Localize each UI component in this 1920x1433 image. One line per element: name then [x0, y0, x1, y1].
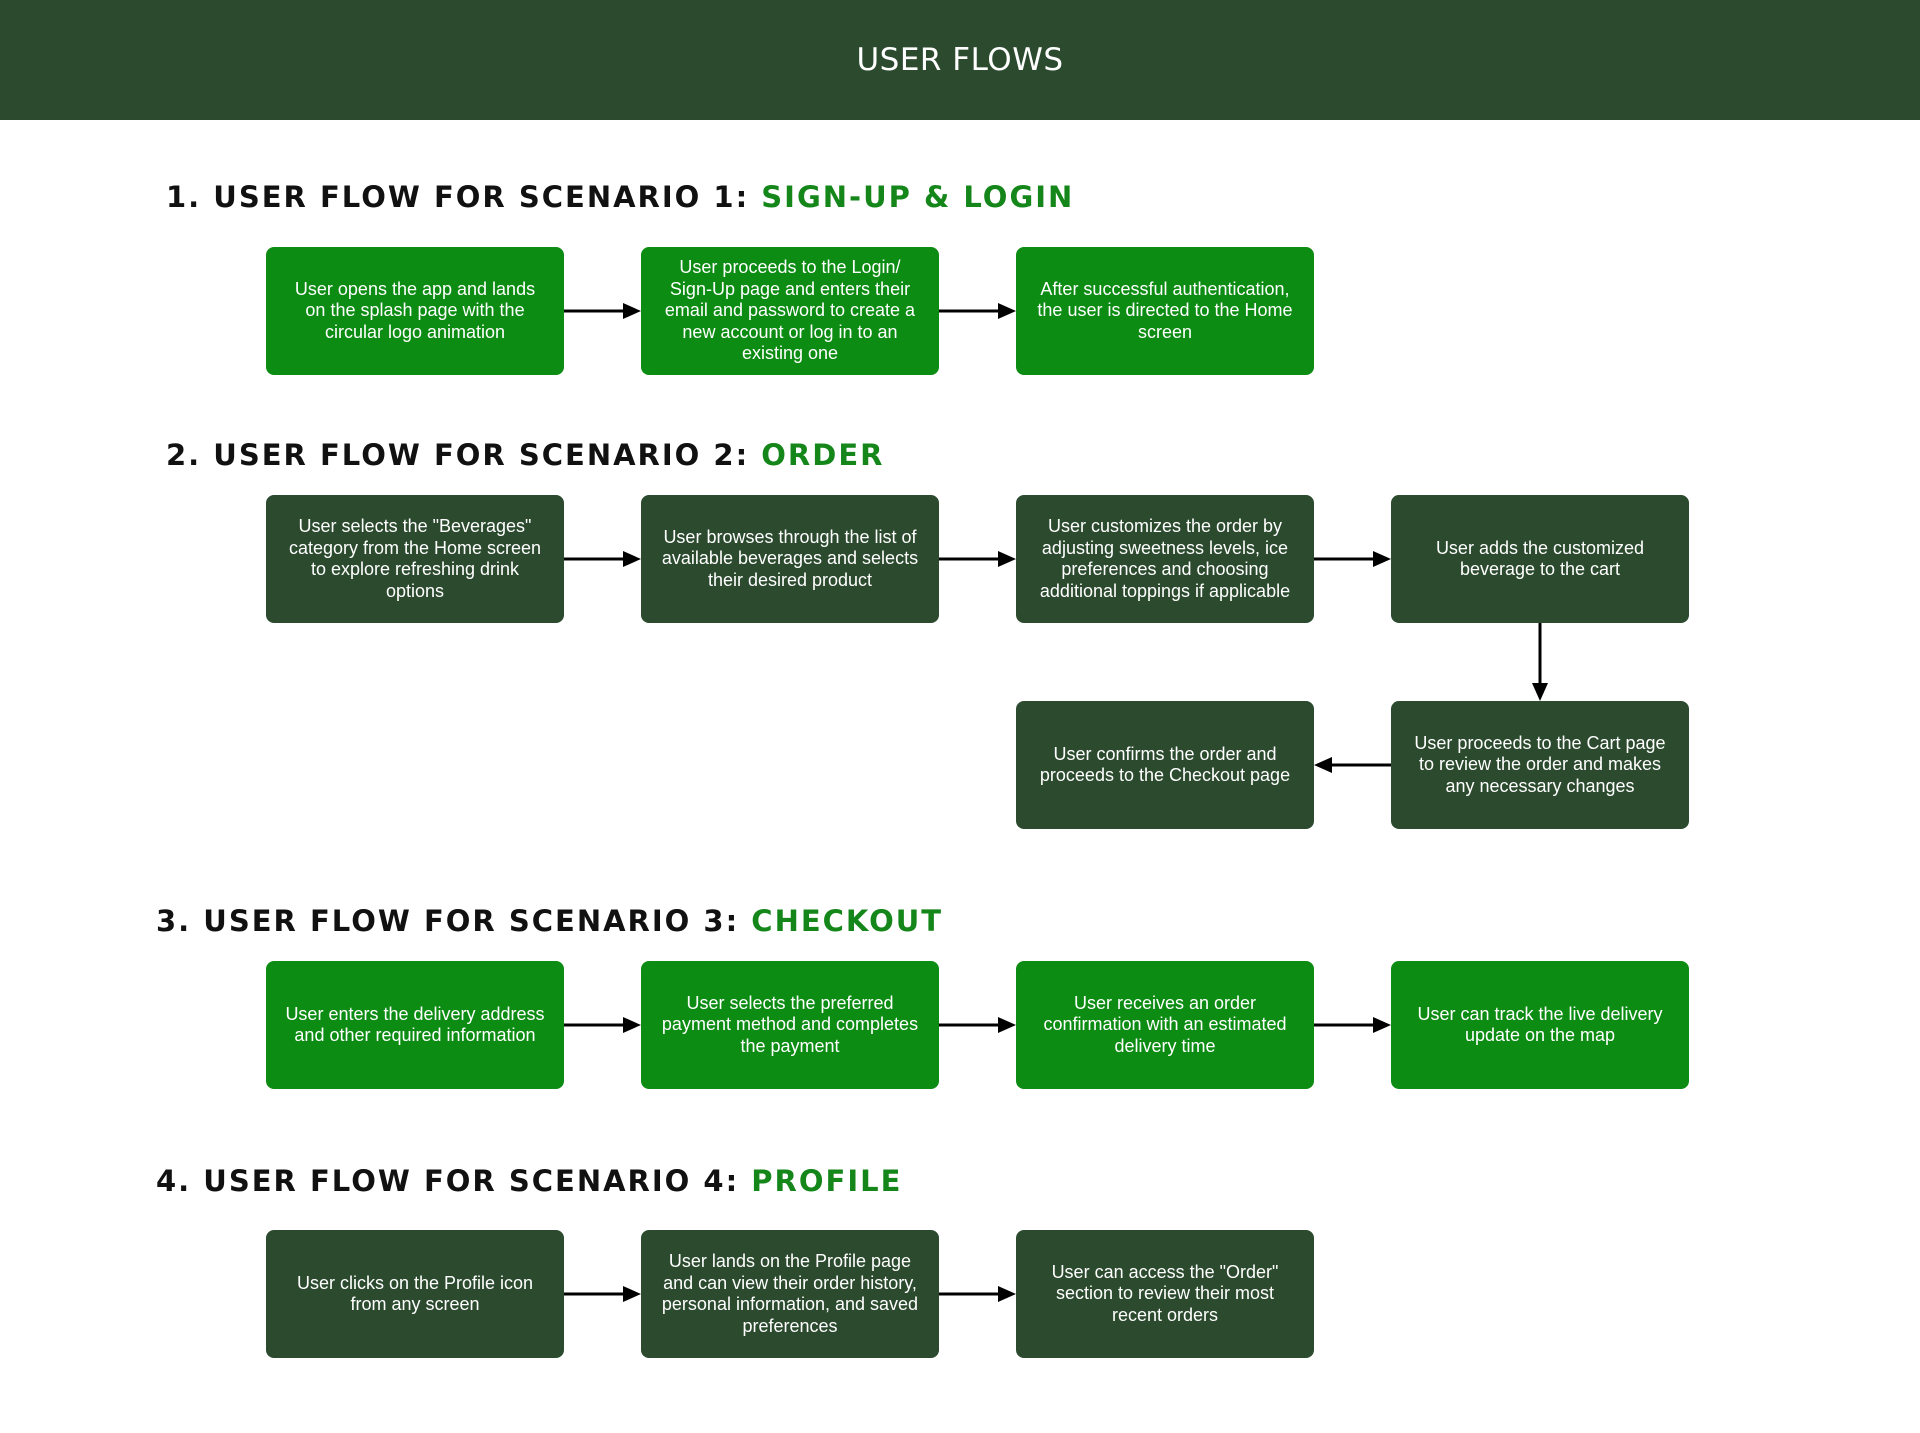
arrow-right-icon — [564, 1284, 641, 1304]
flow-step: User confirms the order and proceeds to … — [1016, 701, 1314, 829]
flow-step: After successful authentication, the use… — [1016, 247, 1314, 375]
arrow-down-icon — [1530, 623, 1550, 701]
arrow-right-icon — [939, 301, 1016, 321]
arrow-left-icon — [1314, 755, 1391, 775]
flow-step: User can track the live delivery update … — [1391, 961, 1689, 1089]
flow-step: User browses through the list of availab… — [641, 495, 939, 623]
flow-step: User clicks on the Profile icon from any… — [266, 1230, 564, 1358]
flow-step: User receives an order confirmation with… — [1016, 961, 1314, 1089]
section-4-title-prefix: 4. USER FLOW FOR SCENARIO 4: — [156, 1164, 752, 1198]
arrow-right-icon — [564, 549, 641, 569]
section-1-title: 1. USER FLOW FOR SCENARIO 1: SIGN-UP & L… — [166, 180, 1074, 214]
flow-step: User proceeds to the Cart page to review… — [1391, 701, 1689, 829]
section-2-title-accent: ORDER — [761, 438, 885, 472]
section-2-title: 2. USER FLOW FOR SCENARIO 2: ORDER — [166, 438, 884, 472]
page-header: USER FLOWS — [0, 0, 1920, 120]
flow-step: User opens the app and lands on the spla… — [266, 247, 564, 375]
arrow-right-icon — [564, 301, 641, 321]
section-2-title-prefix: 2. USER FLOW FOR SCENARIO 2: — [166, 438, 762, 472]
arrow-right-icon — [939, 549, 1016, 569]
flow-step: User customizes the order by adjusting s… — [1016, 495, 1314, 623]
flow-step: User adds the customized beverage to the… — [1391, 495, 1689, 623]
flow-step: User enters the delivery address and oth… — [266, 961, 564, 1089]
flow-step: User proceeds to the Login/ Sign-Up page… — [641, 247, 939, 375]
section-4-title-accent: PROFILE — [751, 1164, 903, 1198]
flow-step: User can access the "Order" section to r… — [1016, 1230, 1314, 1358]
section-3-title: 3. USER FLOW FOR SCENARIO 3: CHECKOUT — [156, 904, 943, 938]
arrow-right-icon — [939, 1284, 1016, 1304]
arrow-right-icon — [564, 1015, 641, 1035]
section-3-title-prefix: 3. USER FLOW FOR SCENARIO 3: — [156, 904, 752, 938]
section-4-title: 4. USER FLOW FOR SCENARIO 4: PROFILE — [156, 1164, 902, 1198]
arrow-right-icon — [1314, 549, 1391, 569]
arrow-right-icon — [1314, 1015, 1391, 1035]
arrow-right-icon — [939, 1015, 1016, 1035]
section-3-title-accent: CHECKOUT — [751, 904, 944, 938]
section-1-title-prefix: 1. USER FLOW FOR SCENARIO 1: — [166, 180, 762, 214]
section-1-title-accent: SIGN-UP & LOGIN — [761, 180, 1075, 214]
flow-step: User selects the preferred payment metho… — [641, 961, 939, 1089]
flow-step: User selects the "Beverages" category fr… — [266, 495, 564, 623]
flow-step: User lands on the Profile page and can v… — [641, 1230, 939, 1358]
page-title: USER FLOWS — [856, 42, 1064, 78]
